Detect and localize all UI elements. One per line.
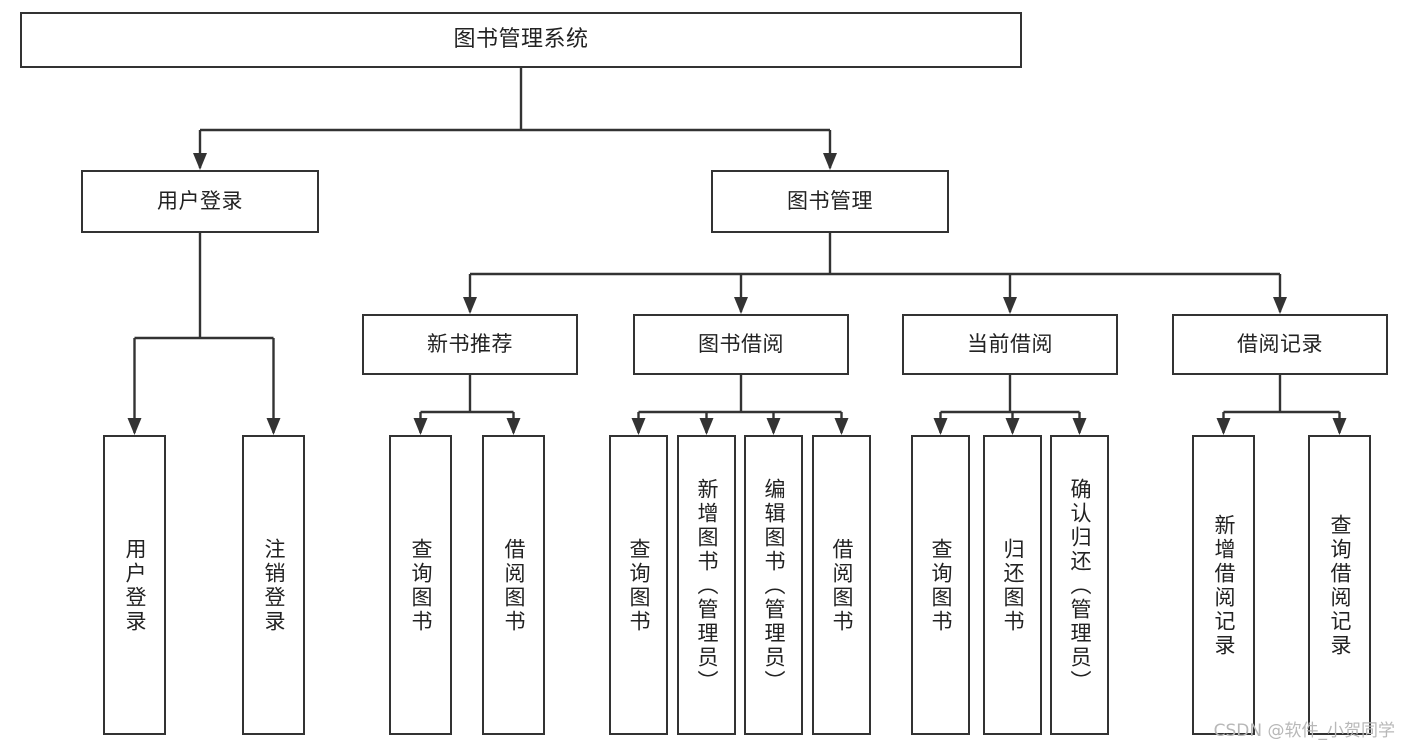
arrowhead-icon-leaf-query-record — [1332, 418, 1347, 435]
leaf-leaf-query-book-rec[interactable]: 查询图书 — [389, 435, 452, 735]
leaf-leaf-add-record[interactable]: 新增借阅记录 — [1192, 435, 1255, 735]
node-book-manage[interactable]: 图书管理 — [711, 170, 949, 233]
leaf-leaf-query-book-cur[interactable]: 查询图书 — [911, 435, 970, 735]
leaf-leaf-query-book-bor[interactable]: 查询图书 — [609, 435, 668, 735]
leaf-leaf-query-record[interactable]: 查询借阅记录 — [1308, 435, 1371, 735]
node-label: 借阅图书 — [830, 538, 854, 634]
leaf-leaf-return-book[interactable]: 归还图书 — [983, 435, 1042, 735]
arrowhead-icon-current-borrow — [1003, 297, 1017, 314]
node-label: 用户登录 — [157, 188, 243, 213]
arrowhead-icon-leaf-return-book — [1005, 418, 1020, 435]
arrowhead-icon-book-manage — [823, 153, 837, 170]
node-label: 图书管理 — [787, 188, 873, 213]
leaf-leaf-add-book[interactable]: 新增图书（管理员） — [677, 435, 736, 735]
arrowhead-icon-leaf-query-book-cur — [933, 418, 948, 435]
arrowhead-icon-leaf-logout — [266, 418, 281, 435]
arrowhead-icon-borrow-record — [1273, 297, 1287, 314]
arrowhead-icon-leaf-query-book-bor — [631, 418, 646, 435]
node-book-borrow[interactable]: 图书借阅 — [633, 314, 849, 375]
arrowhead-icon-leaf-borrow-book-bor — [834, 418, 849, 435]
arrowhead-icon-new-book-rec — [463, 297, 477, 314]
node-label: 查询图书 — [627, 538, 651, 634]
node-label: 当前借阅 — [967, 331, 1053, 356]
leaf-leaf-edit-book[interactable]: 编辑图书（管理员） — [744, 435, 803, 735]
node-label: 编辑图书（管理员） — [762, 478, 786, 694]
node-label: 新增借阅记录 — [1212, 514, 1236, 658]
watermark-label: CSDN @软件_小贺同学 — [1213, 721, 1395, 741]
node-label: 图书借阅 — [698, 331, 784, 356]
node-label: 图书管理系统 — [453, 26, 589, 52]
node-root[interactable]: 图书管理系统 — [20, 12, 1022, 68]
leaf-leaf-borrow-book-bor[interactable]: 借阅图书 — [812, 435, 871, 735]
arrowhead-icon-leaf-add-record — [1216, 418, 1231, 435]
arrowhead-icon-leaf-query-book-rec — [413, 418, 428, 435]
node-label: 新书推荐 — [427, 331, 513, 356]
leaf-leaf-confirm-return[interactable]: 确认归还（管理员） — [1050, 435, 1109, 735]
node-label: 借阅图书 — [502, 538, 526, 634]
leaf-leaf-logout[interactable]: 注销登录 — [242, 435, 305, 735]
node-label: 确认归还（管理员） — [1068, 478, 1092, 694]
arrowhead-icon-leaf-user-login — [127, 418, 142, 435]
arrowhead-icon-book-borrow — [734, 297, 748, 314]
arrowhead-icon-leaf-confirm-return — [1072, 418, 1087, 435]
node-label: 借阅记录 — [1237, 331, 1323, 356]
arrowhead-icon-leaf-borrow-book-rec — [506, 418, 521, 435]
leaf-leaf-borrow-book-rec[interactable]: 借阅图书 — [482, 435, 545, 735]
arrowhead-icon-leaf-add-book — [699, 418, 714, 435]
node-new-book-rec[interactable]: 新书推荐 — [362, 314, 578, 375]
node-label: 注销登录 — [262, 538, 286, 634]
node-label: 查询借阅记录 — [1328, 514, 1352, 658]
node-borrow-record[interactable]: 借阅记录 — [1172, 314, 1388, 375]
node-user-login[interactable]: 用户登录 — [81, 170, 319, 233]
node-label: 新增图书（管理员） — [695, 478, 719, 694]
leaf-leaf-user-login[interactable]: 用户登录 — [103, 435, 166, 735]
node-label: 归还图书 — [1001, 538, 1025, 634]
node-label: 用户登录 — [123, 538, 147, 634]
arrowhead-icon-leaf-edit-book — [766, 418, 781, 435]
node-current-borrow[interactable]: 当前借阅 — [902, 314, 1118, 375]
node-label: 查询图书 — [929, 538, 953, 634]
arrowhead-icon-user-login — [193, 153, 207, 170]
node-label: 查询图书 — [409, 538, 433, 634]
